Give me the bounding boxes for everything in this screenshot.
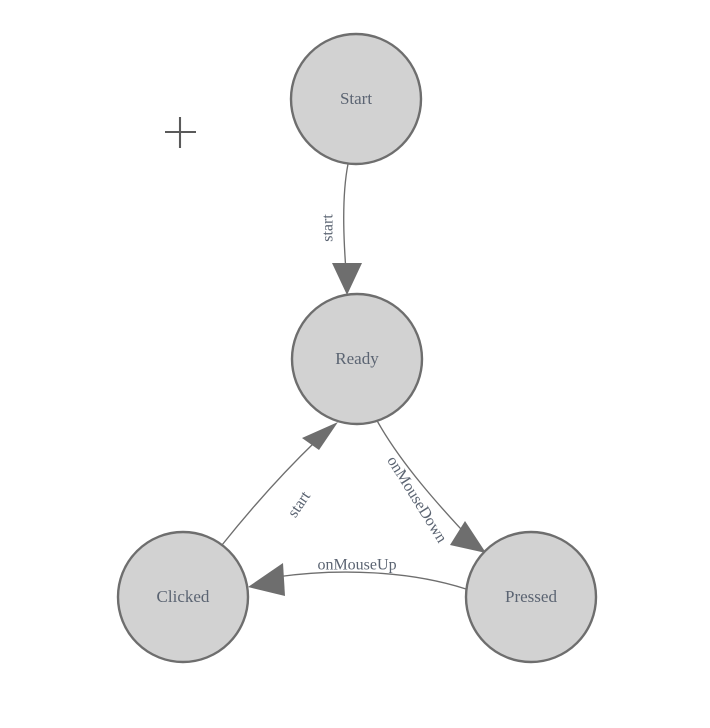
edge-ready-to-pressed[interactable]: onMouseDown	[374, 416, 486, 553]
node-ready-label: Ready	[335, 349, 379, 368]
arrowhead-ready-to-pressed	[450, 521, 486, 553]
edge-path-clicked-to-ready	[221, 440, 317, 546]
node-start[interactable]: Start	[289, 32, 423, 166]
node-clicked[interactable]: Clicked	[116, 530, 250, 664]
arrowhead-start-to-ready	[332, 263, 362, 295]
edge-path-pressed-to-clicked	[275, 571, 467, 590]
node-clicked-circle[interactable]	[116, 530, 250, 664]
edge-start-to-ready[interactable]: start	[320, 163, 362, 295]
edge-label-start: start	[320, 214, 337, 242]
edge-label-onmouseup: onMouseUp	[317, 557, 396, 574]
node-pressed-label: Pressed	[505, 587, 557, 606]
node-pressed-circle[interactable]	[464, 530, 598, 664]
node-start-circle[interactable]	[289, 32, 423, 166]
edge-label-onmousedown: onMouseDown	[383, 453, 450, 546]
node-clicked-label: Clicked	[157, 587, 210, 606]
arrowhead-pressed-to-clicked	[248, 563, 285, 596]
node-ready-circle[interactable]	[290, 292, 424, 426]
node-pressed[interactable]: Pressed	[464, 530, 598, 664]
edge-clicked-to-ready[interactable]: start	[221, 422, 338, 546]
edge-label-start-restart: start	[285, 488, 315, 521]
crosshair-icon[interactable]	[165, 117, 196, 148]
arrowhead-clicked-to-ready	[302, 422, 338, 450]
node-ready[interactable]: Ready	[290, 292, 424, 426]
node-start-label: Start	[340, 89, 372, 108]
edge-pressed-to-clicked[interactable]: onMouseUp	[248, 557, 467, 596]
